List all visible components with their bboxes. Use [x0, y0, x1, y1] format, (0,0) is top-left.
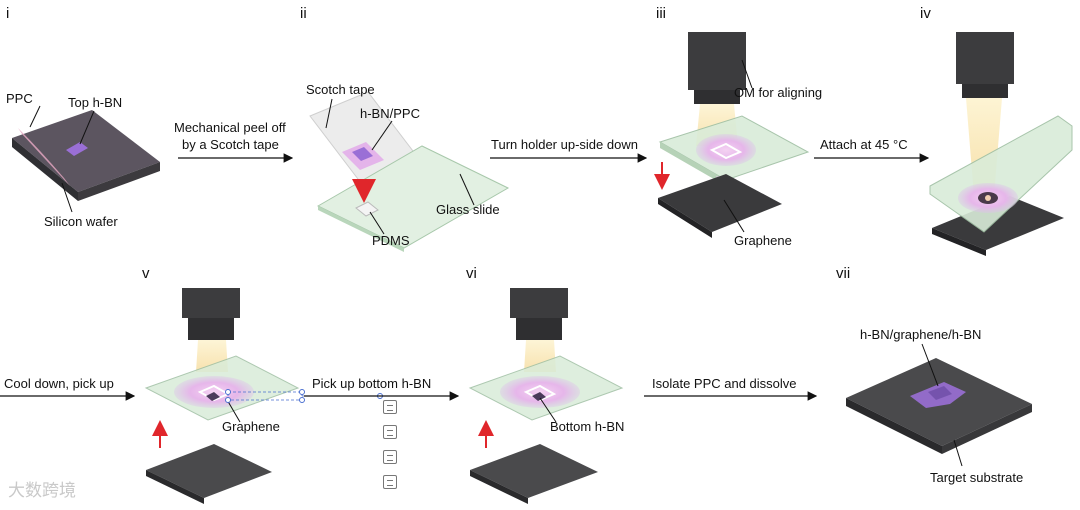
step-3-text: Attach at 45 °C	[820, 137, 908, 152]
panel-label-iv: iv	[920, 5, 931, 22]
step-6-text: Isolate PPC and dissolve	[652, 376, 797, 391]
image-tool-icon[interactable]	[383, 400, 397, 414]
table-tool-icon[interactable]	[383, 475, 397, 489]
pdms-stamp	[355, 201, 379, 217]
ppc-film	[18, 128, 70, 186]
step-1-text-line1: Mechanical peel off	[174, 120, 286, 135]
label-target-substrate: Target substrate	[930, 470, 1024, 485]
panel-label-v: v	[142, 265, 150, 282]
target-substrate	[846, 358, 1032, 454]
silicon-wafer	[12, 110, 160, 201]
panel-label-iii: iii	[656, 5, 666, 22]
microscope-iii	[658, 32, 810, 238]
step-4-text: Cool down, pick up	[4, 376, 114, 391]
step-2-text: Turn holder up-side down	[491, 137, 638, 152]
crop-tool-icon[interactable]	[383, 425, 397, 439]
top-hbn-flake	[66, 142, 88, 156]
microscope-iv	[929, 32, 1073, 256]
microscope-v	[144, 288, 300, 504]
label-silicon-wafer: Silicon wafer	[44, 214, 118, 229]
panel-label-i: i	[6, 5, 10, 22]
label-graphene-iii: Graphene	[734, 233, 792, 248]
panel-label-ii: ii	[300, 5, 307, 22]
label-glass-slide: Glass slide	[436, 202, 500, 217]
watermark: 大数跨境	[8, 481, 76, 501]
text-tool-icon[interactable]	[383, 450, 397, 464]
glass-slide	[316, 145, 510, 252]
step-5-text: Pick up bottom h-BN	[312, 376, 432, 391]
step-1-text-line2: by a Scotch tape	[182, 137, 279, 152]
label-graphene-v: Graphene	[222, 419, 280, 434]
label-bottom-hbn: Bottom h-BN	[550, 419, 625, 434]
panel-label-vi: vi	[466, 265, 477, 282]
microscope-vi	[468, 288, 624, 504]
label-hbn-ppc: h-BN/PPC	[360, 106, 420, 121]
panel-label-vii: vii	[836, 265, 851, 282]
label-ppc: PPC	[6, 91, 33, 106]
label-top-hbn: Top h-BN	[68, 95, 123, 110]
label-om-for-aligning: OM for aligning	[734, 85, 823, 100]
label-scotch-tape: Scotch tape	[306, 82, 375, 97]
label-hbn-graphene-hbn: h-BN/graphene/h-BN	[860, 327, 982, 342]
label-pdms: PDMS	[372, 233, 410, 248]
